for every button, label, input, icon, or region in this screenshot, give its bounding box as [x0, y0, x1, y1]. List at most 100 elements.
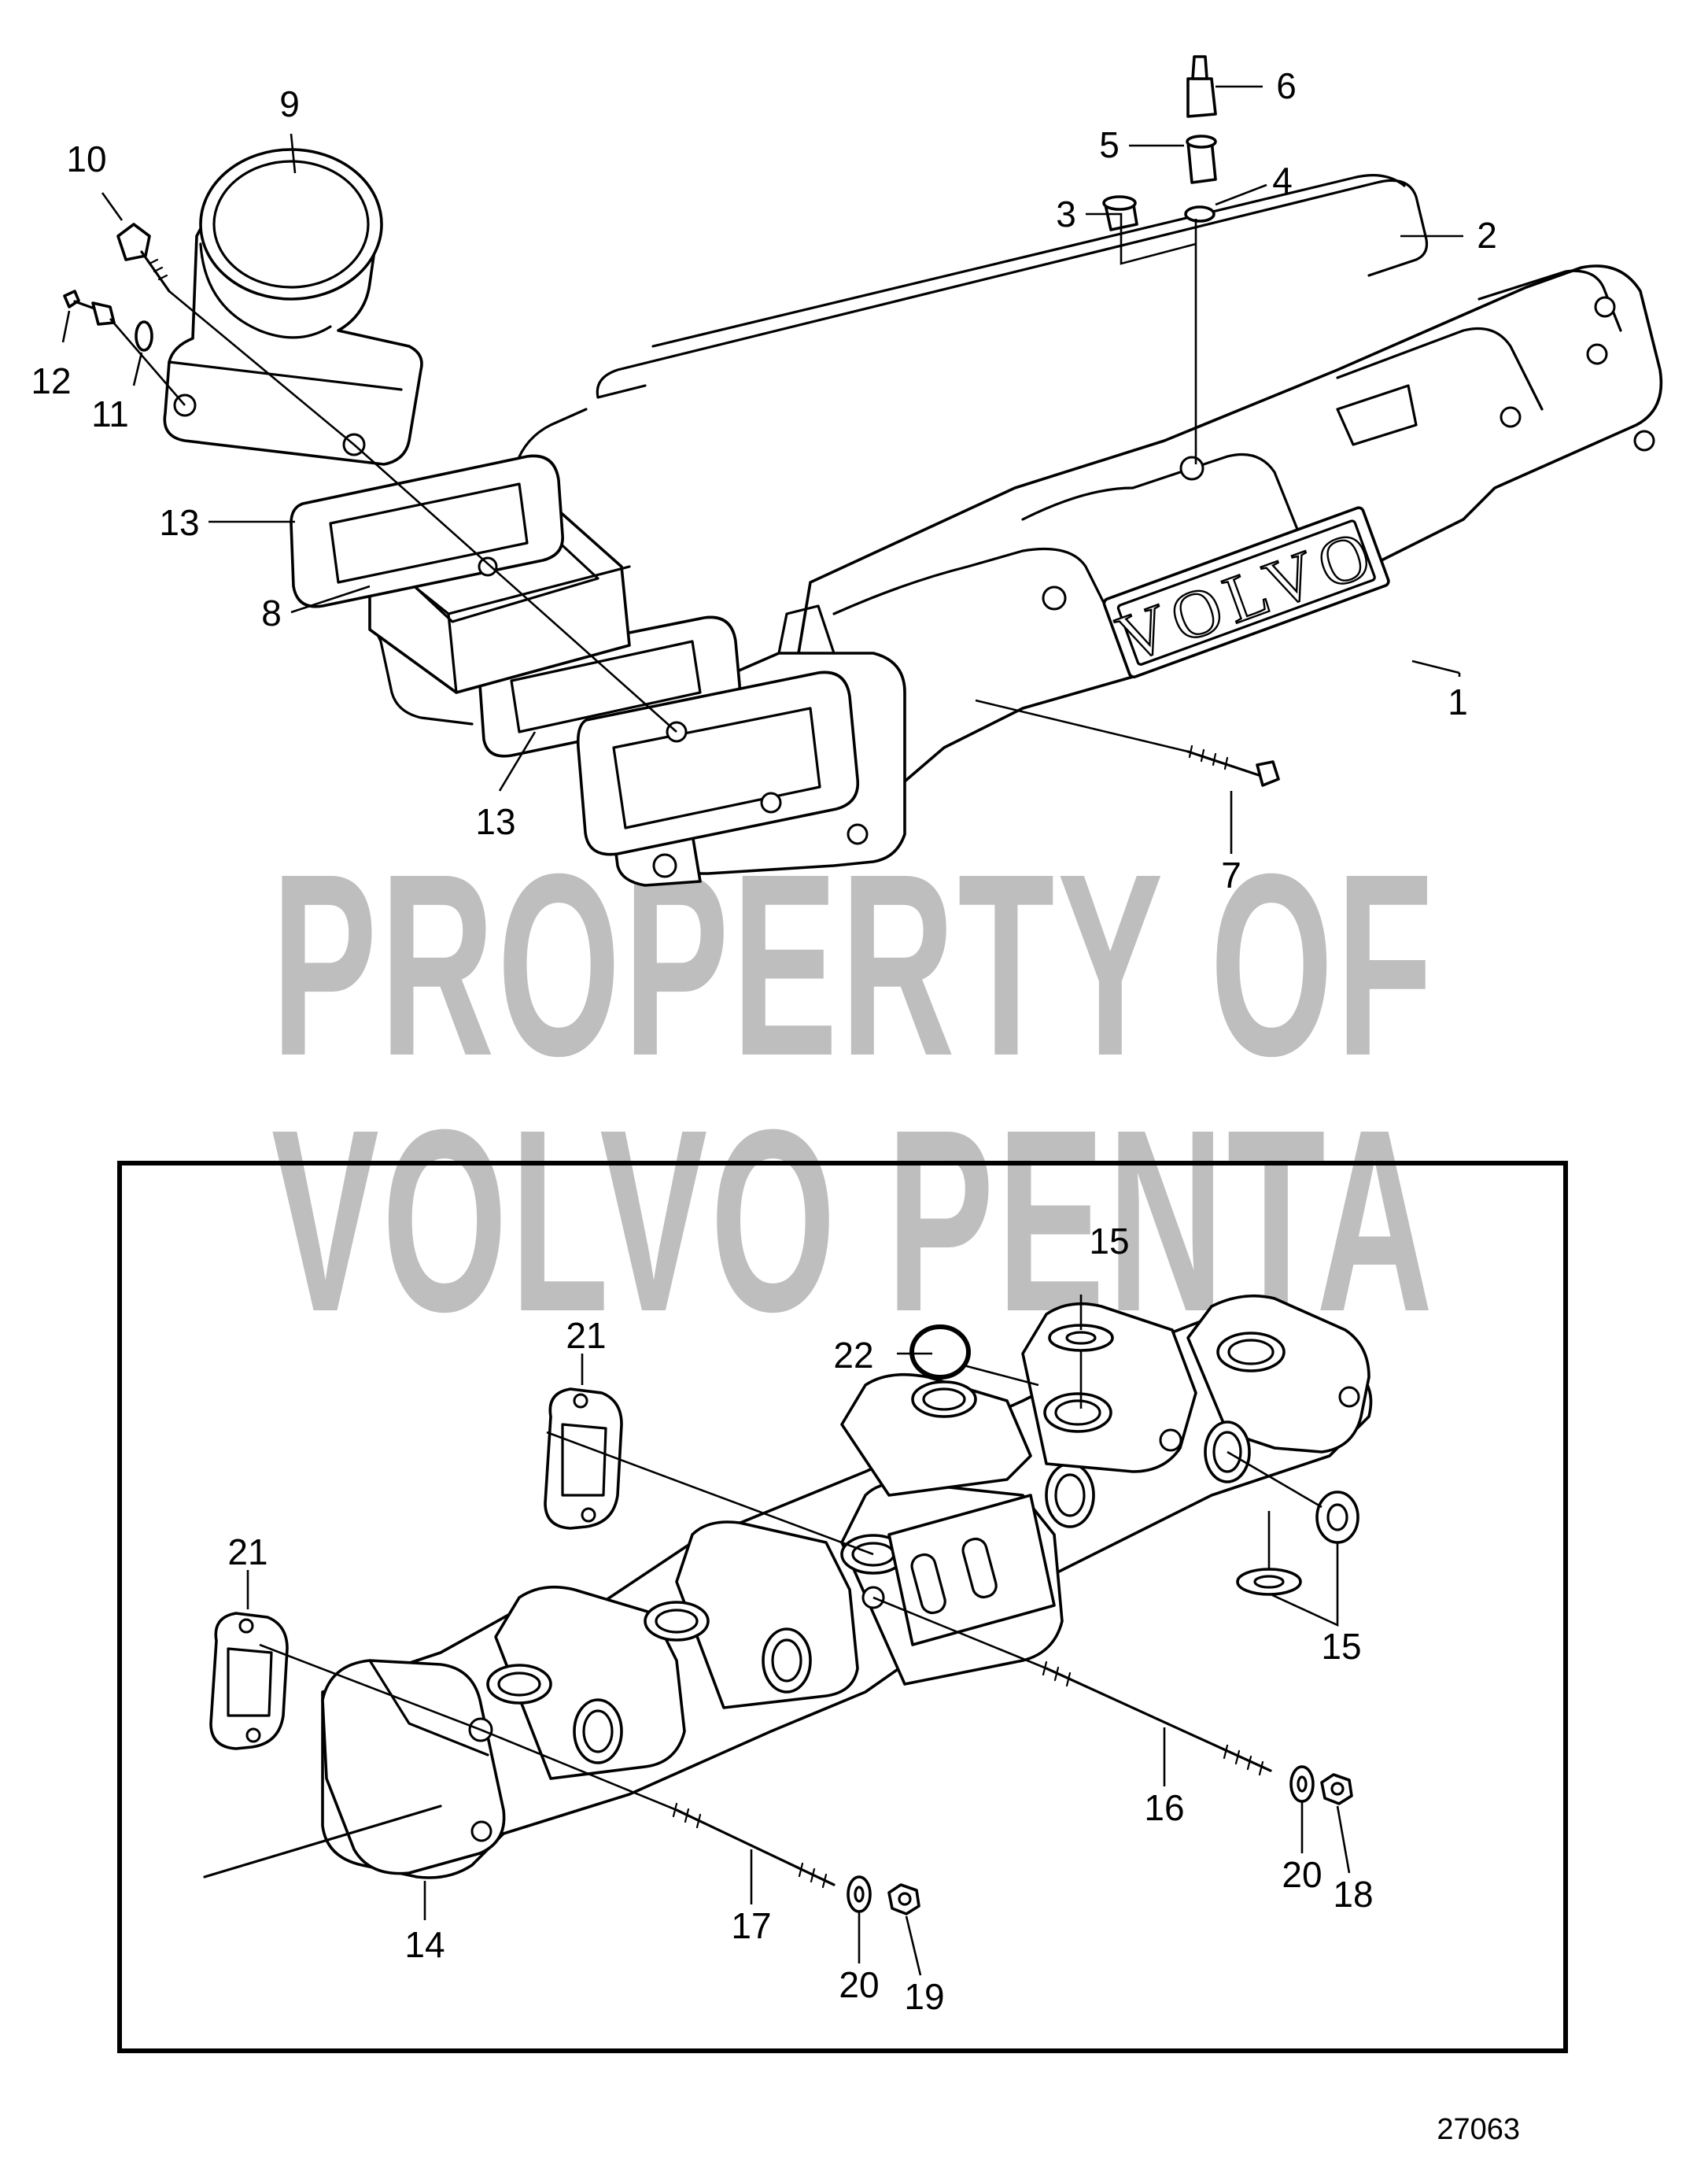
stud-17	[672, 1802, 836, 1889]
segment-3-side-bore	[771, 1638, 802, 1683]
lower-assembly	[203, 1294, 1373, 1976]
manifold-inlet-opening	[612, 707, 821, 829]
segment-2-port	[486, 1664, 552, 1705]
sensor-boss-hole	[1179, 456, 1204, 481]
segment-4-mount-plate	[887, 1494, 1056, 1646]
housing-bolt-hole	[847, 823, 869, 845]
upper-callouts: 1 2 3 4 5 6 7 8 9 10 11 12 13 13	[31, 65, 1496, 896]
leader-8	[290, 585, 371, 614]
callout-22: 22	[833, 1335, 873, 1376]
lower-callouts: 14 15 15 16 17 18 19 20 20 21 21 22	[227, 1221, 1373, 2017]
manifold-ridge-1	[832, 547, 1119, 631]
leader-stud-axis	[353, 444, 677, 733]
callout-1: 1	[1448, 682, 1468, 722]
leader-22-axis	[963, 1364, 1039, 1387]
inset-frame	[117, 1161, 1568, 2053]
leader-16-axis	[872, 1596, 1047, 1670]
leader-10-axis	[168, 290, 355, 446]
washer-15-bottom-bore	[1253, 1575, 1285, 1589]
segment-5-side-bore	[1054, 1473, 1086, 1517]
bolt-7-thread	[1188, 744, 1229, 770]
callout-8: 8	[261, 593, 282, 634]
flange-foot-hole	[652, 853, 677, 878]
washer-15-top-bore	[1065, 1331, 1097, 1345]
plug-3-top	[1102, 195, 1137, 211]
segment-3-side-port	[762, 1627, 812, 1694]
lower-gasket-opening	[510, 640, 702, 733]
gasket-21-right-hole-top	[573, 1393, 588, 1409]
screw-12-shank	[73, 300, 96, 310]
leader-17-axis	[480, 1728, 677, 1812]
cover-gasket-top-edge	[651, 174, 1406, 348]
gasket-21-right-hole-bottom	[581, 1507, 596, 1523]
leader-11	[132, 352, 143, 386]
leader-18	[1336, 1805, 1351, 1874]
sensor-6	[1186, 77, 1217, 118]
adapter-5-top	[1186, 135, 1217, 149]
callout-13-upper: 13	[159, 502, 199, 543]
inlet-housing-detail	[777, 604, 836, 655]
segment-7-side-bore	[1212, 1431, 1242, 1473]
bolt-10-thread	[148, 258, 168, 281]
washer-15-side-bore	[1326, 1503, 1348, 1531]
manifold-mount-plate	[1336, 384, 1418, 446]
reference-axis-line	[203, 1805, 442, 1878]
leader-3	[1086, 212, 1197, 265]
callout-15-bottom: 15	[1321, 1626, 1361, 1667]
logo-plate-frame	[1102, 506, 1390, 678]
gasket-21-left-opening	[227, 1647, 273, 1717]
leader-21-right-axis	[546, 1431, 874, 1556]
callout-5: 5	[1099, 124, 1120, 165]
callout-10: 10	[66, 139, 106, 179]
stud-16	[1042, 1660, 1272, 1776]
flange-gasket-21-left	[209, 1612, 289, 1750]
manifold-bolt-hole-2	[1586, 343, 1608, 365]
nut-19-bore	[898, 1892, 912, 1906]
callout-3: 3	[1056, 194, 1076, 235]
washer-11	[135, 320, 153, 352]
segment-7-hole	[1338, 1386, 1360, 1408]
nut-18-bore	[1330, 1782, 1345, 1796]
washer-20-left	[847, 1875, 872, 1913]
end-housing-hole	[470, 1820, 492, 1842]
callout-20-right: 20	[1282, 1854, 1322, 1895]
gasket-21-right-opening	[561, 1423, 607, 1497]
screw-12	[63, 290, 116, 326]
stud-17-shank	[675, 1808, 836, 1886]
leader-15-bracket	[1268, 1542, 1339, 1627]
callout-20-left: 20	[839, 1964, 879, 2005]
segment-7-port	[1216, 1332, 1286, 1372]
elbow-flange-edge	[168, 360, 403, 391]
manifold-bolt-hole-4	[1633, 430, 1655, 452]
segment-3-housing	[675, 1520, 859, 1709]
upper-gasket-hole	[478, 556, 498, 577]
callout-7: 7	[1221, 855, 1241, 896]
stud-16-shank	[1045, 1667, 1272, 1772]
callout-12: 12	[31, 360, 71, 401]
segment-5-port-bore	[922, 1387, 966, 1411]
leader-9	[290, 133, 297, 174]
segment-6-port	[1043, 1392, 1112, 1433]
callout-21-right: 21	[566, 1315, 606, 1356]
leader-12-axis	[109, 318, 186, 406]
manifold-ridge-2	[1021, 453, 1308, 552]
manifold-bolt-hole-3	[1500, 406, 1522, 428]
nut-19	[887, 1883, 920, 1915]
callout-18: 18	[1333, 1874, 1373, 1915]
o-ring-22	[909, 1324, 971, 1380]
callout-17: 17	[731, 1905, 771, 1946]
segment-3-port	[644, 1601, 710, 1642]
segment-3-port-bore	[655, 1609, 699, 1634]
segment-5-housing	[840, 1372, 1032, 1497]
washer-4	[1184, 205, 1216, 223]
washer-20-left-bore	[854, 1886, 865, 1903]
leader-13b	[498, 731, 537, 792]
watermark-line-1: PROPERTY OF	[271, 819, 1436, 1110]
washer-20-right	[1289, 1765, 1315, 1803]
watermark: PROPERTY OF VOLVO PENTA	[271, 819, 1436, 1365]
gasket-21-left-hole-bottom	[245, 1727, 261, 1743]
segment-5-port	[911, 1380, 977, 1418]
end-housing-14	[321, 1659, 506, 1875]
washer-15-bottom	[1236, 1568, 1302, 1596]
